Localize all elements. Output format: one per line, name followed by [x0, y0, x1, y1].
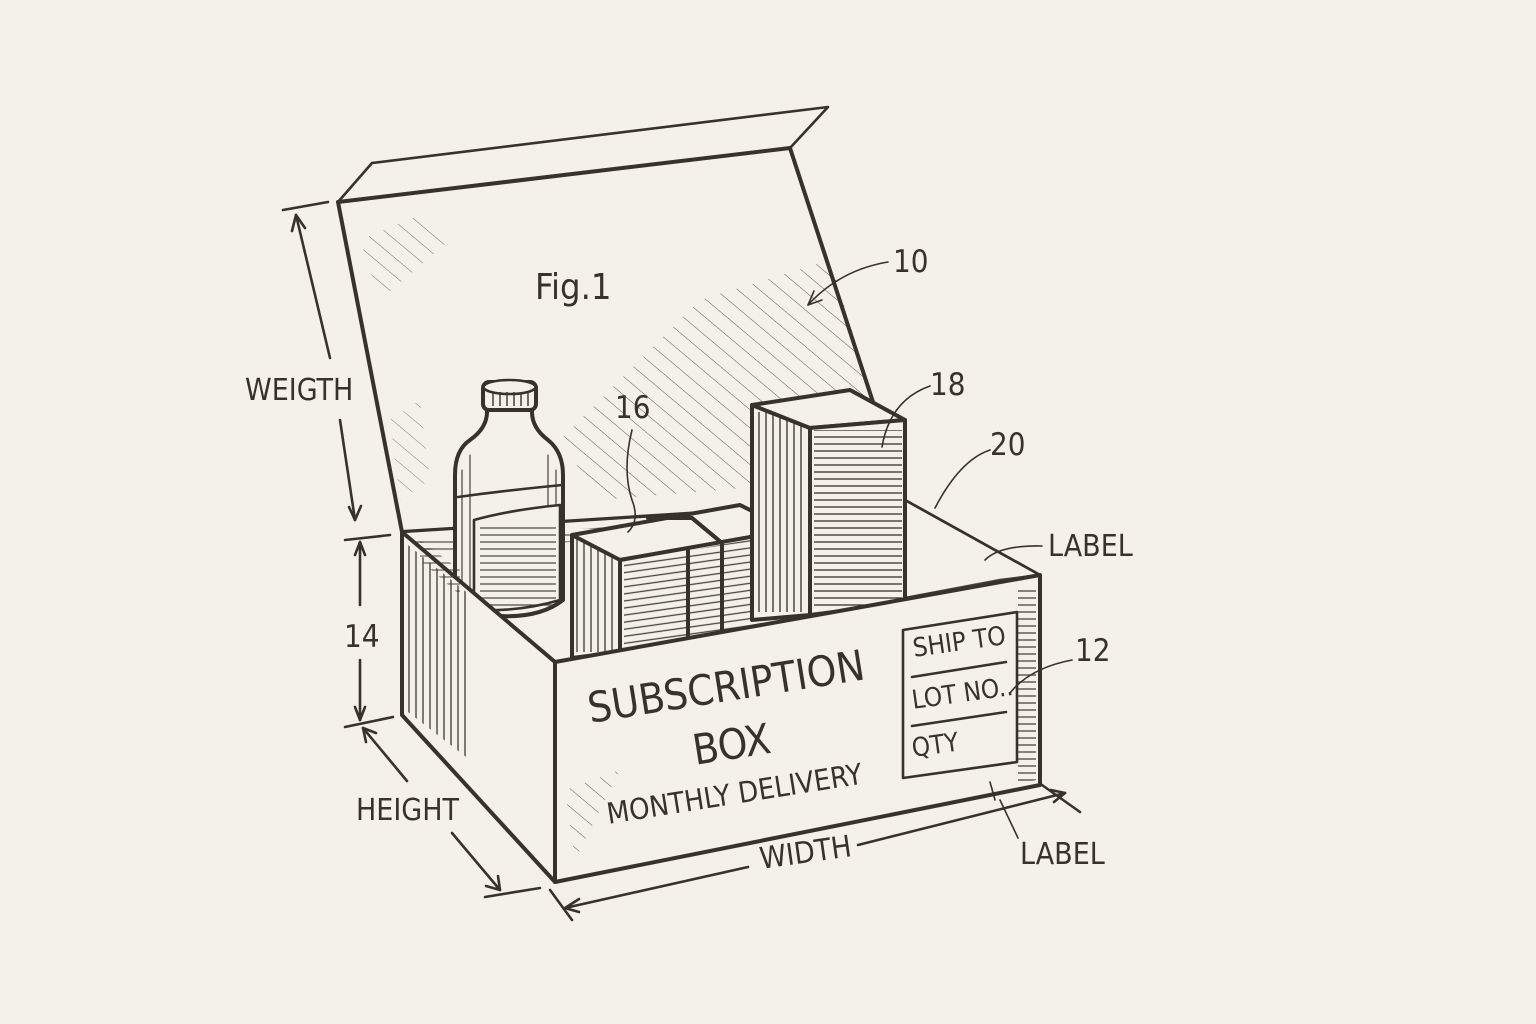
ref-numeral-18: 18 [930, 367, 966, 403]
ref-numeral-16: 16 [615, 390, 651, 426]
leader-lines [626, 261, 1073, 839]
tall-carton [750, 388, 907, 622]
ref-numeral-14: 14 [344, 619, 380, 655]
ref-numeral-10: 10 [893, 244, 929, 280]
callout-label-bottom: LABEL [1020, 837, 1105, 872]
dimension-lines [281, 200, 1082, 922]
dimension-lid: WEIGTH [245, 373, 354, 408]
callout-label-top: LABEL [1048, 529, 1133, 564]
figure-title: Fig.1 [535, 267, 612, 308]
ref-numeral-20: 20 [990, 427, 1026, 463]
box-print-box: BOX [689, 714, 774, 775]
shipping-label-frame [901, 610, 1019, 780]
label-row-qty: QTY [909, 727, 961, 764]
ref-numeral-12: 12 [1075, 633, 1111, 669]
bottle [453, 378, 565, 619]
box-shell [400, 530, 1042, 884]
dimension-height: HEIGHT [356, 793, 460, 828]
